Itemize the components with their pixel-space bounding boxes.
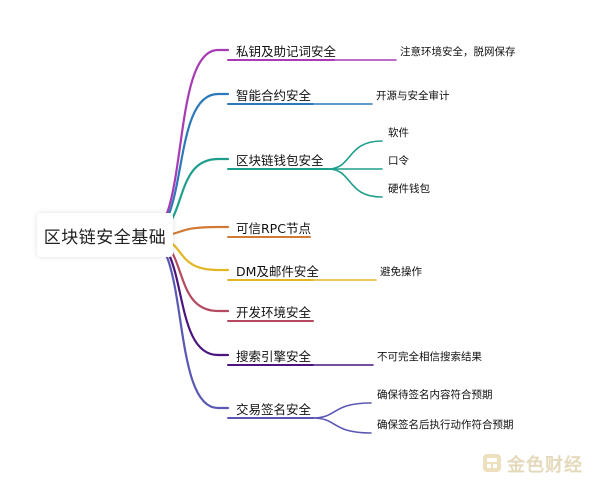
watermark-text: 金色财经 xyxy=(507,455,583,476)
branch-node-label: 可信RPC节点 xyxy=(236,221,311,236)
leaf-connector xyxy=(312,402,372,419)
root-node: 区块链安全基础 xyxy=(37,213,173,257)
leaf-connector xyxy=(327,140,383,170)
leaf-node-label: 确保待签名内容符合预期 xyxy=(377,389,493,401)
coin-logo-icon xyxy=(483,454,501,472)
branch-node-label: 区块链钱包安全 xyxy=(236,153,324,168)
leaf-node-label: 注意环境安全，脱网保存 xyxy=(400,46,516,58)
leaf-node-label: 口令 xyxy=(388,155,409,167)
leaf-connector xyxy=(327,168,383,198)
watermark-logo: 金色财经 xyxy=(482,450,592,476)
leaf-node-label: 开源与安全审计 xyxy=(376,90,450,102)
leaf-node-label: 硬件钱包 xyxy=(388,183,430,195)
branch-node-label: 私钥及助记词安全 xyxy=(236,44,337,59)
branch-node-label: 交易签名安全 xyxy=(236,402,312,417)
branch-node-label: 开发环境安全 xyxy=(236,305,312,320)
root-node-label: 区块链安全基础 xyxy=(43,227,167,248)
leaf-connector xyxy=(312,417,372,434)
branch-connector xyxy=(144,48,230,238)
branch-node-label: DM及邮件安全 xyxy=(236,264,319,279)
leaf-node-label: 避免操作 xyxy=(380,266,422,278)
leaf-node-label: 不可完全相信搜索结果 xyxy=(377,351,482,363)
branch-node-label: 搜索引擎安全 xyxy=(236,349,312,364)
leaf-node-label: 软件 xyxy=(388,127,409,139)
leaf-node-label: 确保签名后执行动作符合预期 xyxy=(377,419,514,431)
branch-node-label: 智能合约安全 xyxy=(236,88,312,103)
